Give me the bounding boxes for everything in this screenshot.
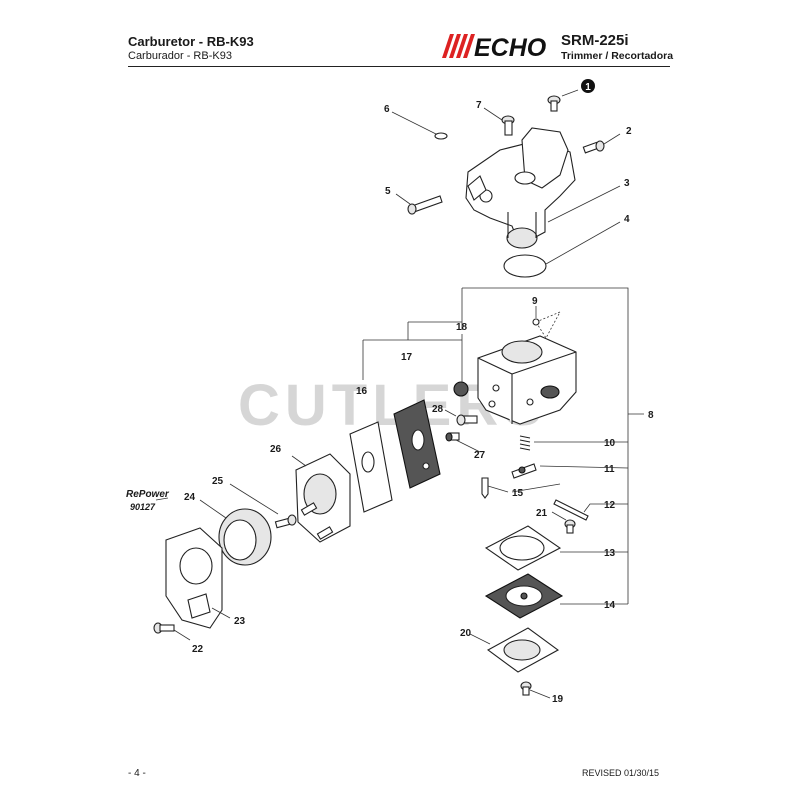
callout-1-badge <box>581 79 595 93</box>
needle-part-9 <box>532 318 540 326</box>
repower-label: RePower <box>126 489 169 500</box>
callout-7: 7 <box>476 100 482 111</box>
diaphragm-cover-part-20 <box>486 627 560 673</box>
gasket-part-13 <box>484 525 562 571</box>
callout-5: 5 <box>385 186 391 197</box>
screw-part-21 <box>564 519 576 534</box>
model-subtitle: Trimmer / Recortadora <box>561 50 674 62</box>
callout-4: 4 <box>624 214 630 225</box>
screw-part-22 <box>153 622 175 634</box>
callout-1: 1 <box>585 82 591 93</box>
callout-9: 9 <box>532 296 538 307</box>
callout-25: 25 <box>212 476 224 487</box>
callout-17: 17 <box>401 352 413 363</box>
repower-code: 90127 <box>130 502 156 512</box>
screw-part-28 <box>456 414 478 426</box>
bracket-frame-8 <box>362 287 644 604</box>
screw-part-5 <box>407 195 443 215</box>
screw-part-1 <box>547 95 561 112</box>
page-title: Carburetor - RB-K93 <box>128 34 254 49</box>
callout-13: 13 <box>604 548 616 559</box>
lever-part-11 <box>511 463 537 479</box>
screw-part-7 <box>501 115 515 136</box>
carburetor-body <box>477 311 577 425</box>
spring-part-10 <box>519 435 531 451</box>
callout-21: 21 <box>536 508 548 519</box>
callout-3: 3 <box>624 178 630 189</box>
gasket-ring <box>503 254 547 278</box>
callout-8: 8 <box>648 410 654 421</box>
callout-27: 27 <box>474 450 486 461</box>
callout-2: 2 <box>626 126 632 137</box>
callout-15: 15 <box>512 488 524 499</box>
callout-16: 16 <box>356 386 368 397</box>
callout-11: 11 <box>604 464 615 475</box>
model-name: SRM-225i <box>561 32 629 49</box>
screw-part-2 <box>582 140 605 154</box>
callout-22: 22 <box>192 644 204 655</box>
leader-lines <box>155 89 629 699</box>
page-number: - 4 - <box>128 768 146 779</box>
diaphragm-part-14 <box>484 573 564 619</box>
inlet-needle-part-15 <box>481 477 489 499</box>
brand-text: ECHO <box>474 34 547 60</box>
page-subtitle: Carburador - RB-K93 <box>128 50 232 62</box>
callout-6: 6 <box>384 104 390 115</box>
callout-28: 28 <box>432 404 444 415</box>
header-rule <box>128 66 670 67</box>
callout-14: 14 <box>604 600 616 611</box>
callout-23: 23 <box>234 616 246 627</box>
callout-18: 18 <box>456 322 468 333</box>
gasket-part-17 <box>393 399 441 489</box>
pump-body-part-26 <box>295 453 351 543</box>
clip-part-6 <box>434 132 448 140</box>
screw-part-25 <box>274 514 297 529</box>
intake-housing <box>465 127 576 249</box>
callout-10: 10 <box>604 438 616 449</box>
revised-date: REVISED 01/30/15 <box>582 768 660 778</box>
plug-part-27 <box>445 432 460 442</box>
callout-24: 24 <box>184 492 196 503</box>
pin-part-12 <box>553 499 589 521</box>
callout-26: 26 <box>270 444 282 455</box>
retainer-plate-part-23 <box>165 527 223 629</box>
cap-part <box>453 381 469 397</box>
callout-12: 12 <box>604 500 616 511</box>
callout-19: 19 <box>552 694 564 705</box>
primer-bulb-part-24 <box>218 508 272 566</box>
screw-part-19 <box>520 681 532 696</box>
gasket-part-16 <box>349 421 393 513</box>
echo-logo-icon: ECHO <box>442 34 547 60</box>
callout-20: 20 <box>460 628 472 639</box>
